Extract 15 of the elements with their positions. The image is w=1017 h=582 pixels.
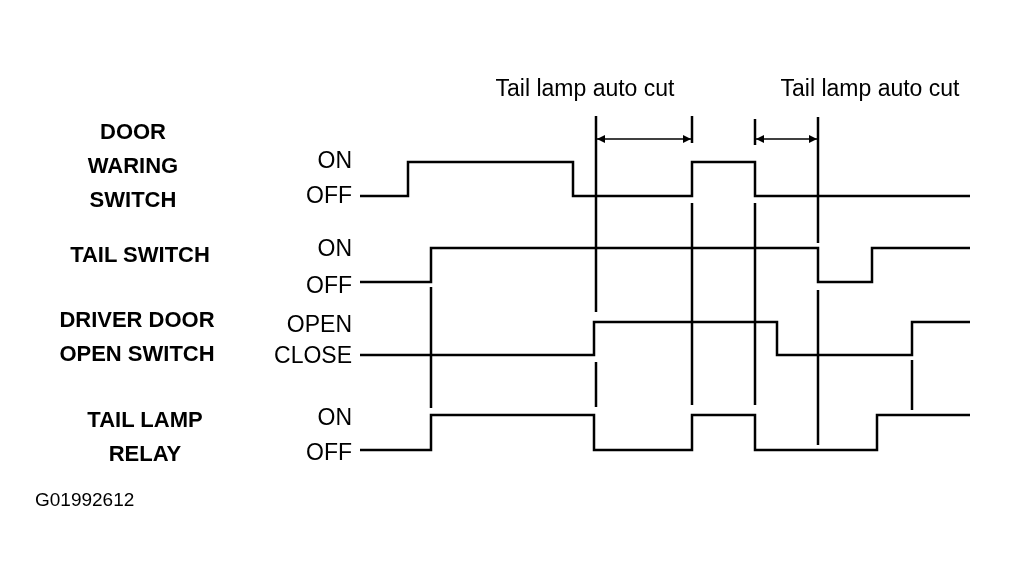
level-label: ON	[317, 234, 352, 263]
signal-name: DRIVER DOOR OPEN SWITCH	[58, 306, 216, 368]
signal-name: DOOR WARING SWITCH	[86, 118, 180, 214]
level-label: OPEN	[286, 310, 352, 339]
signal-name: TAIL LAMP RELAY	[86, 406, 204, 468]
annotation-label: Tail lamp auto cut	[780, 74, 960, 103]
level-label: CLOSE	[274, 341, 352, 370]
level-label: OFF	[306, 181, 352, 210]
level-label: ON	[317, 146, 352, 175]
level-label: OFF	[306, 438, 352, 467]
signal-name: TAIL SWITCH	[69, 241, 211, 269]
figure-id: G01992612	[35, 488, 135, 512]
level-label: OFF	[306, 271, 352, 300]
annotation-label: Tail lamp auto cut	[495, 74, 675, 103]
level-label: ON	[317, 403, 352, 432]
